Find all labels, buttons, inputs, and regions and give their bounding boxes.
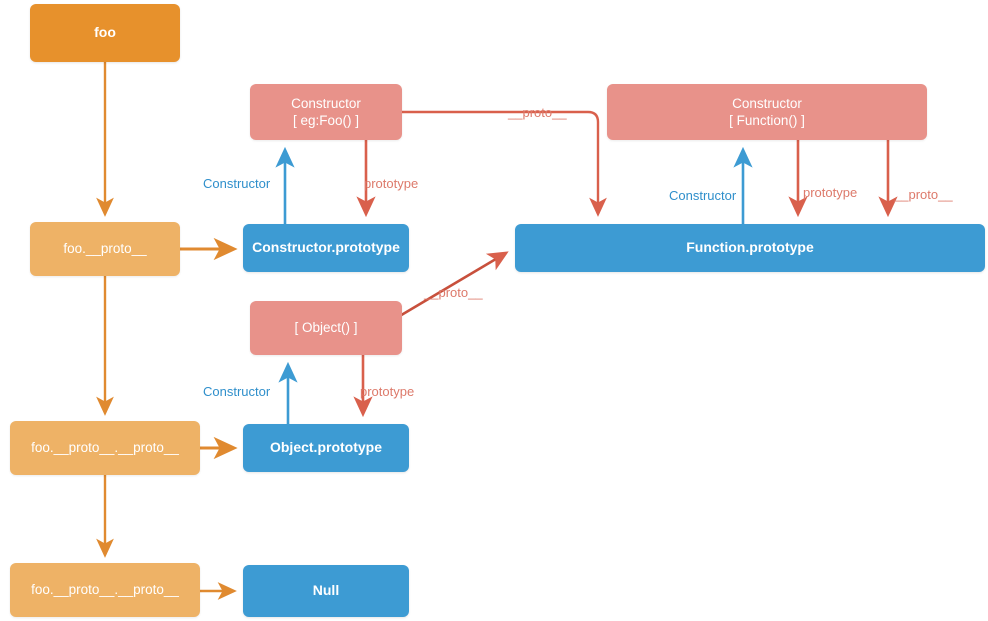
node-object-prototype[interactable]: Object.prototype: [243, 424, 409, 472]
node-foo-proto[interactable]: foo.__proto__: [30, 222, 180, 276]
node-foo-label: foo: [94, 24, 116, 41]
node-foo-proto-proto-null-label: foo.__proto__.__proto__: [31, 582, 179, 598]
edge-label-proto-constructor-foo-to-function-prototype: __proto__: [508, 105, 567, 120]
node-null[interactable]: Null: [243, 565, 409, 617]
edge-label-constructor-foo: Constructor: [203, 176, 271, 191]
node-null-label: Null: [312, 582, 340, 599]
node-function-prototype[interactable]: Function.prototype: [515, 224, 985, 272]
node-constructor-function[interactable]: Constructor [ Function() ]: [607, 84, 927, 140]
edge-label-constructor-function: Constructor: [669, 188, 737, 203]
node-foo-proto-label: foo.__proto__: [63, 241, 147, 257]
node-foo-proto-proto-label: foo.__proto__.__proto__: [31, 440, 179, 456]
node-function-prototype-label: Function.prototype: [686, 239, 814, 256]
edge-label-proto-object-constructor: __proto__: [424, 285, 483, 300]
node-constructor-prototype[interactable]: Constructor.prototype: [243, 224, 409, 272]
node-object-prototype-label: Object.prototype: [269, 439, 382, 456]
node-foo[interactable]: foo: [30, 4, 180, 62]
node-object-constructor-label: [ Object() ]: [294, 320, 358, 336]
node-constructor-function-label: Constructor [ Function() ]: [729, 95, 805, 128]
node-foo-proto-proto[interactable]: foo.__proto__.__proto__: [10, 421, 200, 475]
edge-label-prototype-function: prototype: [803, 185, 858, 200]
node-object-constructor[interactable]: [ Object() ]: [250, 301, 402, 355]
node-constructor-foo[interactable]: Constructor [ eg:Foo() ]: [250, 84, 402, 140]
edge-label-constructor-object: Constructor: [203, 384, 271, 399]
node-constructor-foo-label: Constructor [ eg:Foo() ]: [291, 95, 361, 128]
edge-label-prototype-object: prototype: [360, 384, 415, 399]
node-constructor-prototype-label: Constructor.prototype: [252, 239, 400, 256]
node-foo-proto-proto-null[interactable]: foo.__proto__.__proto__: [10, 563, 200, 617]
edge-constructor-foo-to-function-prototype: [402, 110, 607, 217]
edge-label-proto-function: __proto__: [894, 187, 953, 202]
edge-label-prototype-foo: prototype: [364, 176, 419, 191]
